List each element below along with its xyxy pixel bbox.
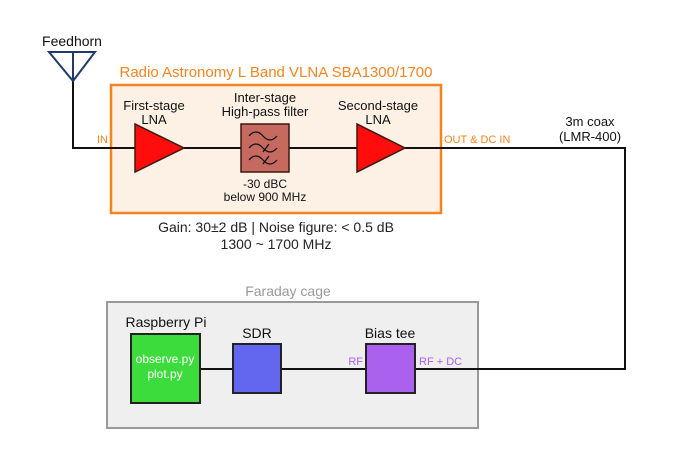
raspberry-pi-label: Raspberry Pi xyxy=(126,314,207,330)
filter-note-2: below 900 MHz xyxy=(224,190,307,204)
feedhorn-label: Feedhorn xyxy=(42,33,102,49)
sdr-label: SDR xyxy=(242,325,272,341)
filter-label-2: High-pass filter xyxy=(222,104,309,119)
filter-note-1: -30 dBC xyxy=(243,177,287,191)
bias-tee-box xyxy=(365,343,416,394)
faraday-cage-title: Faraday cage xyxy=(245,283,331,299)
feedhorn-icon xyxy=(46,51,98,83)
coax-label-1: 3m coax xyxy=(565,114,615,129)
vlna-spec-band: 1300 ~ 1700 MHz xyxy=(221,236,332,252)
bias-tee-rf-label: RF xyxy=(348,356,363,368)
vlna-in-label: IN xyxy=(97,134,108,146)
bias-tee-rf-dc-label: RF + DC xyxy=(419,356,462,368)
coax-cable xyxy=(405,147,626,370)
highpass-filter-icon xyxy=(240,123,290,173)
coax-label-2: (LMR-400) xyxy=(559,129,621,144)
second-lna-label-1: Second-stage xyxy=(338,98,418,113)
vlna-title: Radio Astronomy L Band VLNA SBA1300/1700 xyxy=(120,64,433,81)
first-lna-amplifier-icon xyxy=(134,122,186,174)
first-lna-label-2: LNA xyxy=(141,112,167,127)
sdr-box xyxy=(232,343,282,394)
vlna-spec-gain: Gain: 30±2 dB | Noise figure: < 0.5 dB xyxy=(158,219,394,235)
filter-label-1: Inter-stage xyxy=(234,90,296,105)
bias-tee-label: Bias tee xyxy=(365,325,416,341)
second-lna-label-2: LNA xyxy=(365,112,391,127)
raspberry-pi-box xyxy=(130,333,201,404)
raspberry-pi-file-observe: observe.py xyxy=(136,352,195,366)
raspberry-pi-file-plot: plot.py xyxy=(147,367,182,381)
first-lna-label-1: First-stage xyxy=(123,98,184,113)
vlna-out-label: OUT & DC IN xyxy=(444,134,510,146)
feedhorn-wire xyxy=(72,81,135,149)
second-lna-amplifier-icon xyxy=(356,122,407,174)
